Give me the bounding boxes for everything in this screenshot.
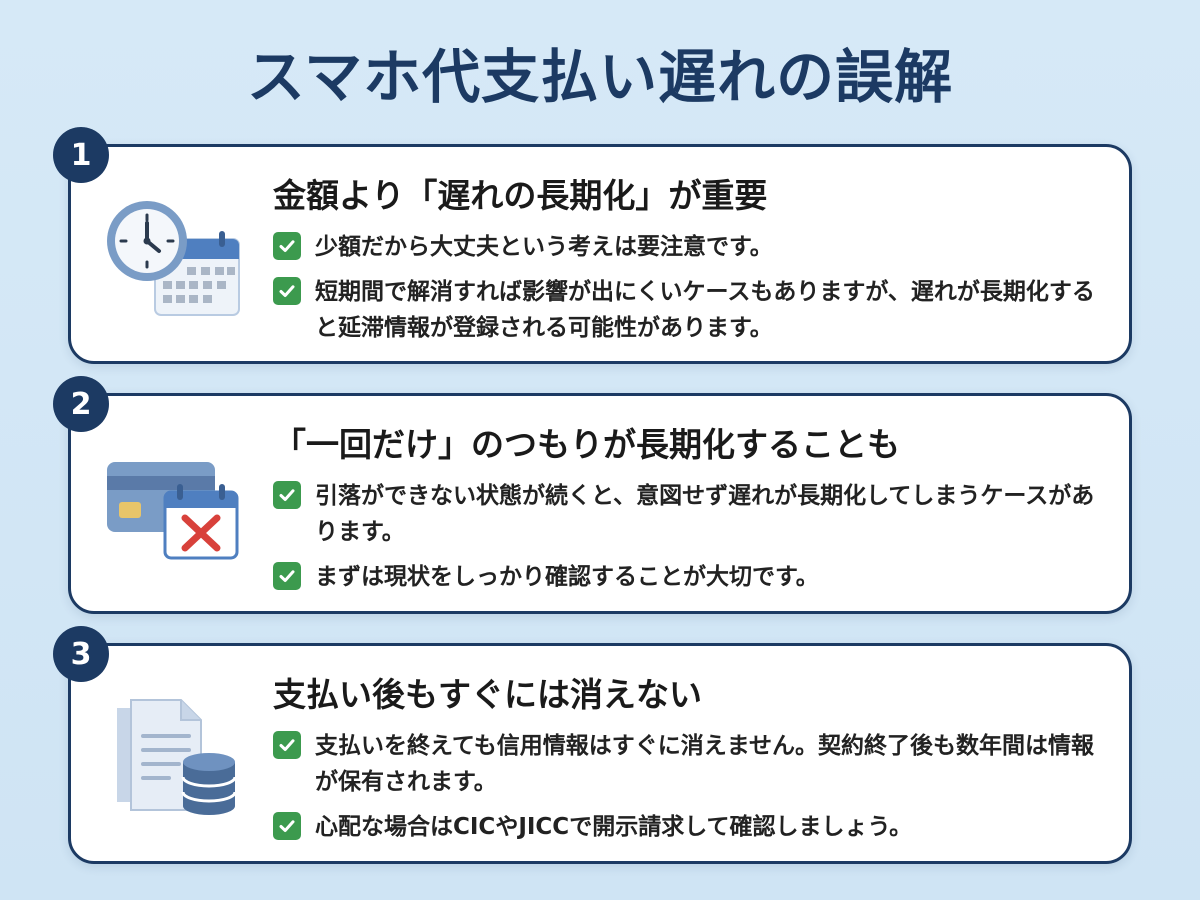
page-title: スマホ代支払い遅れの誤解: [246, 43, 954, 111]
number-badge-2: 2: [53, 376, 109, 432]
list-item-text: まずは現状をしっかり確認することが大切です。: [315, 564, 819, 590]
card-heading: 支払い後もすぐには消えない: [273, 675, 702, 714]
list-item: 引落ができない状態が続くと、意図せず遅れが長期化してしまうケースがあります。: [273, 478, 1113, 550]
list-item: 支払いを終えても信用情報はすぐに消えません。契約終了後も数年間は情報が保有されま…: [273, 728, 1113, 800]
clock-calendar-icon: [107, 201, 240, 316]
credit-card-calendar-x-icon: [107, 462, 239, 560]
number-badge-3: 3: [53, 626, 109, 682]
card-heading: 「一回だけ」のつもりが長期化することも: [273, 425, 900, 464]
number-badge-1: 1: [53, 127, 109, 183]
checkmark-icon: [273, 481, 301, 509]
checkmark-icon: [273, 812, 301, 840]
card-heading: 金額より「遅れの長期化」が重要: [273, 176, 768, 215]
list-item: まずは現状をしっかり確認することが大切です。: [273, 559, 1113, 595]
documents-database-icon: [117, 699, 237, 815]
checkmark-icon: [273, 562, 301, 590]
list-item-text: 少額だから大丈夫という考えは要注意です。: [315, 234, 773, 260]
list-item-text: 支払いを終えても信用情報はすぐに消えません。契約終了後も数年間は情報が保有されま…: [315, 733, 1095, 795]
list-item: 心配な場合はCICやJICCで開示請求して確認しましょう。: [273, 809, 1113, 845]
list-item-text: 短期間で解消すれば影響が出にくいケースもありますが、遅れが長期化すると延滞情報が…: [315, 279, 1095, 341]
checklist: 支払いを終えても信用情報はすぐに消えません。契約終了後も数年間は情報が保有されま…: [273, 728, 1113, 854]
card-1: 1 金額より「遅れの長期化」が重要 少額だから大丈夫という考えは要注意で: [53, 127, 1132, 364]
checkmark-icon: [273, 277, 301, 305]
list-item: 少額だから大丈夫という考えは要注意です。: [273, 229, 1113, 265]
checklist: 引落ができない状態が続くと、意図せず遅れが長期化してしまうケースがあります。 ま…: [273, 478, 1113, 604]
card-2: 2 「一回だけ」のつもりが長期化することも 引落ができない状態が続くと、意図せず…: [53, 376, 1132, 614]
list-item-text: 心配な場合はCICやJICCで開示請求して確認しましょう。: [315, 814, 913, 840]
list-item: 短期間で解消すれば影響が出にくいケースもありますが、遅れが長期化すると延滞情報が…: [273, 274, 1113, 346]
list-item-text: 引落ができない状態が続くと、意図せず遅れが長期化してしまうケースがあります。: [315, 483, 1095, 545]
card-3: 3 支払い後もすぐには消えない 支払いを終えても信用情報はすぐに消えません。契約…: [53, 626, 1132, 864]
checkmark-icon: [273, 731, 301, 759]
checkmark-icon: [273, 232, 301, 260]
checklist: 少額だから大丈夫という考えは要注意です。 短期間で解消すれば影響が出にくいケース…: [273, 229, 1113, 355]
